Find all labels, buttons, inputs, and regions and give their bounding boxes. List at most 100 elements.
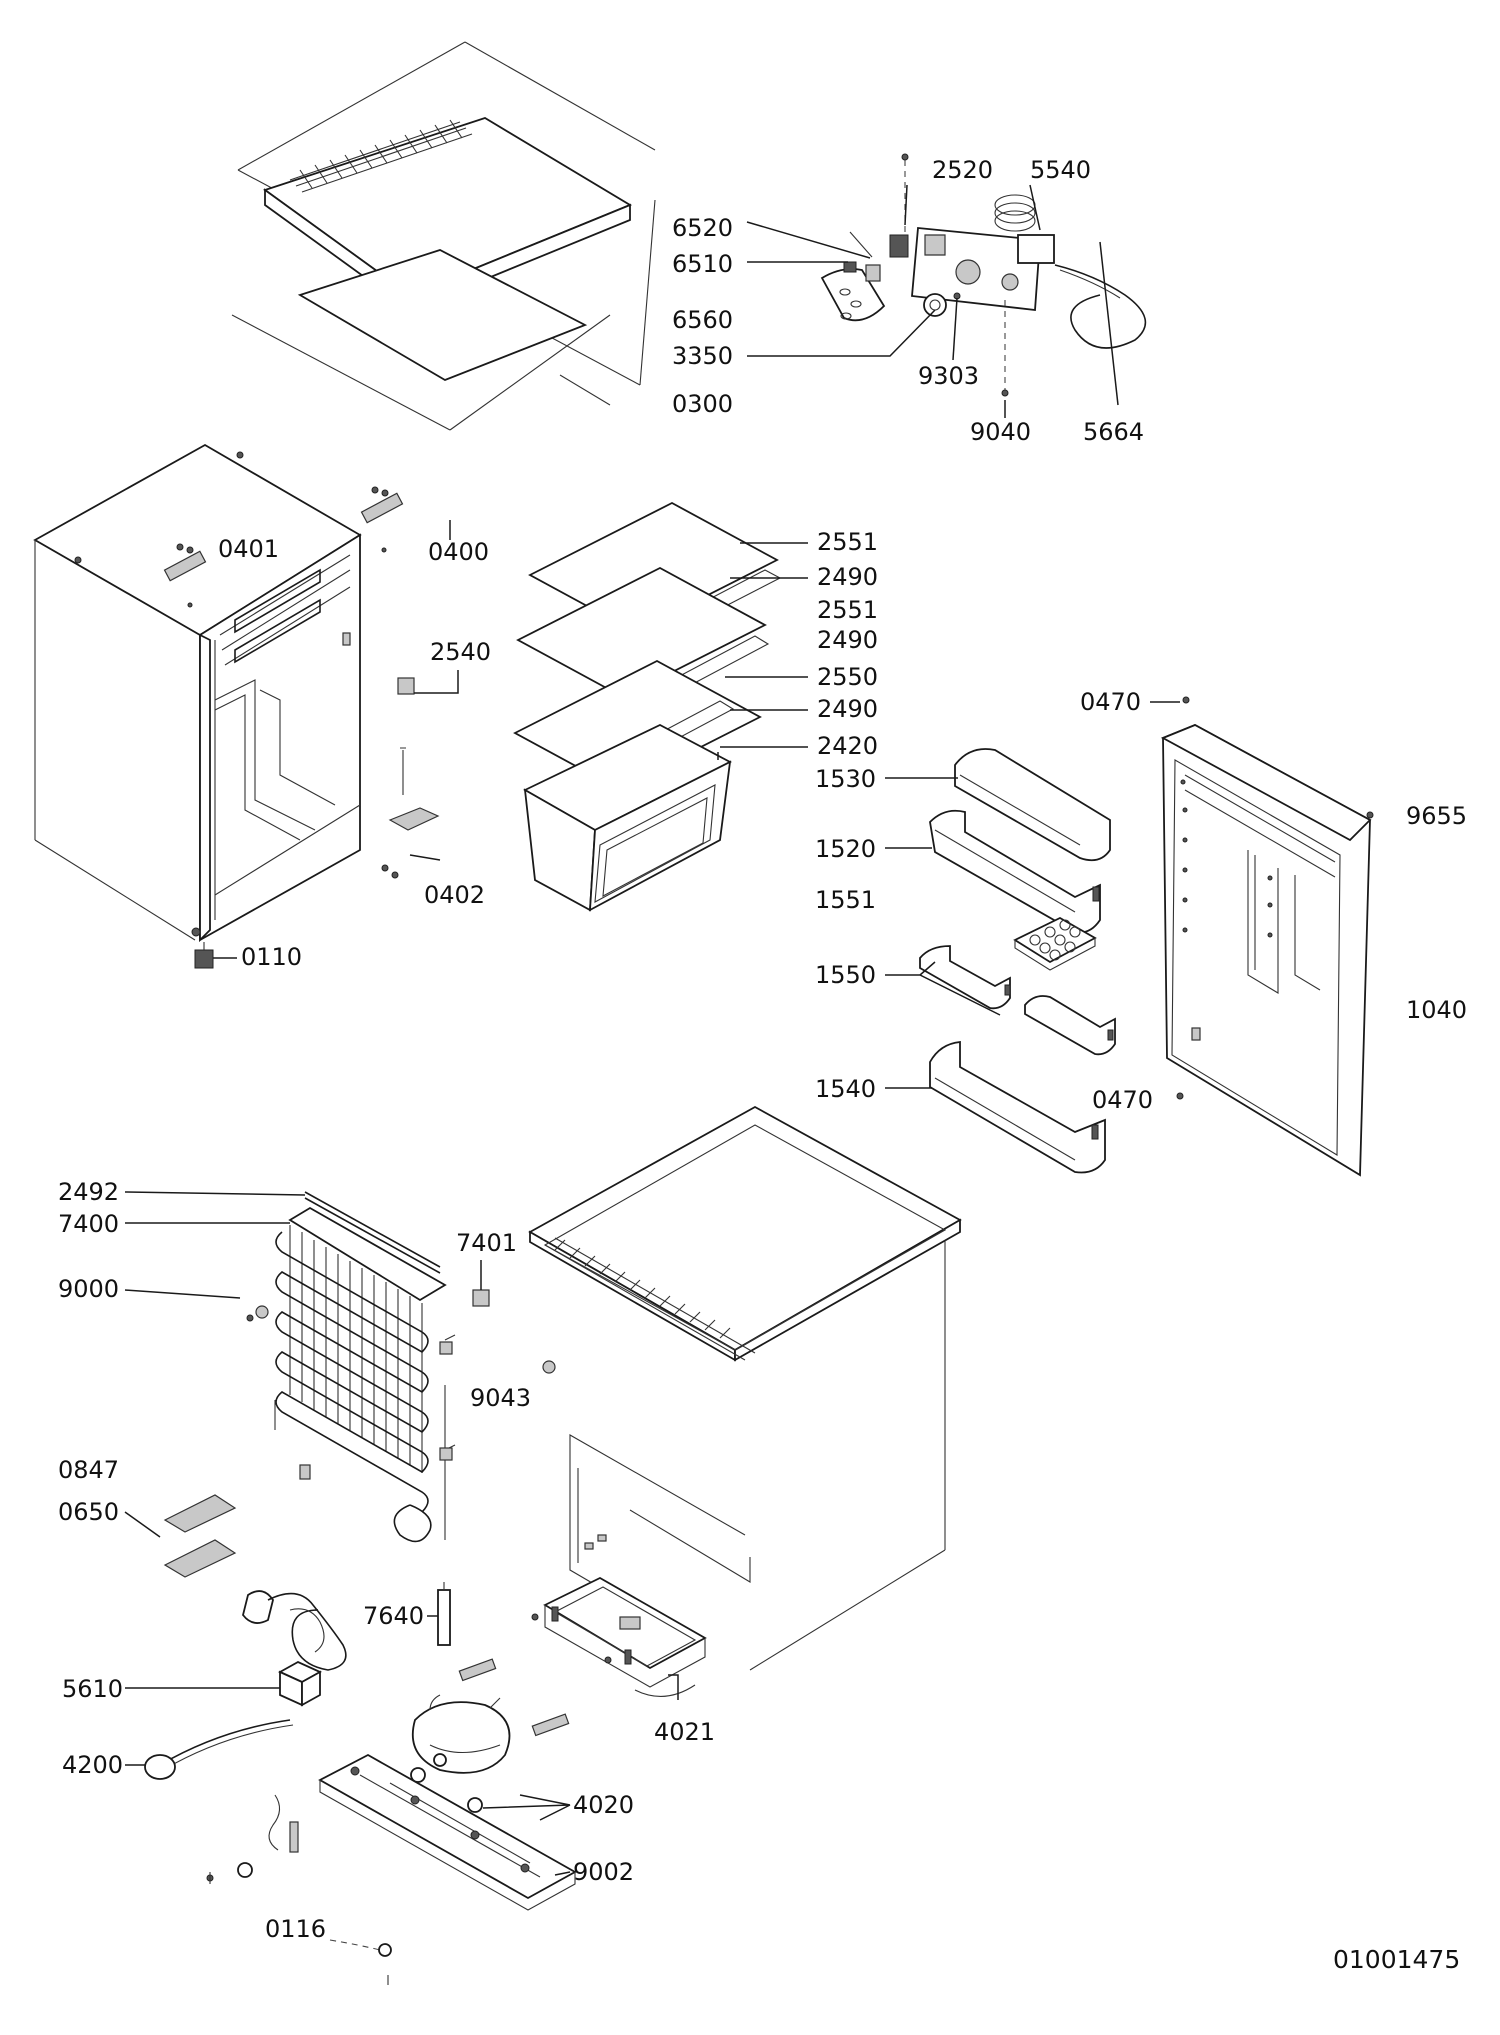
part-label: 2550 xyxy=(817,663,878,691)
grommet xyxy=(433,1753,447,1767)
top-vent-grille xyxy=(544,1237,756,1361)
part-label: 0402 xyxy=(424,881,485,909)
part-label: 7400 xyxy=(58,1210,119,1238)
part-label: 4200 xyxy=(62,1751,123,1779)
hinge-bracket-0401 xyxy=(163,543,207,582)
part-label: 1550 xyxy=(815,961,876,989)
part-label: 9040 xyxy=(970,418,1031,446)
drip-tray-4021 xyxy=(543,1576,707,1697)
screw-icon xyxy=(1176,1092,1184,1100)
part-label: 0470 xyxy=(1092,1086,1153,1114)
worktop-vent-grille xyxy=(289,119,473,193)
part-label: 6520 xyxy=(672,214,733,242)
power-cord-icon xyxy=(242,1590,347,1671)
grommet xyxy=(410,1767,426,1783)
light-bulb-cover xyxy=(889,234,909,258)
screw-icon xyxy=(1182,696,1190,704)
thermostat-knob-icon xyxy=(923,293,947,317)
worktop-assembly xyxy=(231,41,656,431)
bin-1530 xyxy=(954,748,1111,862)
part-label: 2492 xyxy=(58,1178,119,1206)
rod xyxy=(400,747,406,795)
leg-0116 xyxy=(237,1862,253,1878)
part-label: 2551 xyxy=(817,528,878,556)
part-label: 9000 xyxy=(58,1275,119,1303)
bin-1540 xyxy=(929,1041,1106,1174)
clip-7401 xyxy=(472,1289,490,1307)
part-label: 3350 xyxy=(672,342,733,370)
filter-drier-4200 xyxy=(144,1719,294,1780)
part-label: 4020 xyxy=(573,1791,634,1819)
part-labels: 2520 5540 6520 6510 6560 3350 9303 0300 … xyxy=(58,156,1467,1974)
cabinet-liner xyxy=(33,443,440,969)
capillary-tube-icon xyxy=(1054,264,1147,349)
part-label: 5610 xyxy=(62,1675,123,1703)
bin-1550-left xyxy=(919,945,1011,1010)
part-label: 4021 xyxy=(654,1718,715,1746)
sensor-bar xyxy=(289,1821,299,1853)
part-label: 9002 xyxy=(573,1858,634,1886)
part-label: 2490 xyxy=(817,695,878,723)
door-1040 xyxy=(1160,696,1374,1177)
pad-0650 xyxy=(163,1539,237,1578)
part-label: 2490 xyxy=(817,626,878,654)
condenser-7400 xyxy=(274,1191,456,1543)
lamp-holder-icon xyxy=(820,268,886,322)
part-label: 0110 xyxy=(241,943,302,971)
part-label: 1530 xyxy=(815,765,876,793)
part-label: 9043 xyxy=(470,1384,531,1412)
base-plate-9002 xyxy=(318,1753,577,1911)
screw-icon xyxy=(246,1314,254,1322)
starter-box-5610 xyxy=(278,1660,322,1707)
part-label: 1040 xyxy=(1406,996,1467,1024)
part-label: 0470 xyxy=(1080,688,1141,716)
part-label: 1551 xyxy=(815,886,876,914)
outer-cabinet xyxy=(528,1105,962,1697)
foot-0110 xyxy=(194,942,214,969)
part-label: 0300 xyxy=(672,390,733,418)
compressor-section xyxy=(144,1582,577,1985)
shelves xyxy=(513,501,782,912)
part-label: 7640 xyxy=(363,1602,424,1630)
drawing-code: 01001475 xyxy=(1333,1945,1460,1974)
part-label: 7401 xyxy=(456,1229,517,1257)
part-label: 0401 xyxy=(218,535,279,563)
crisper-drawer-2420 xyxy=(523,723,732,912)
condenser-grid xyxy=(275,1225,429,1513)
part-label: 0650 xyxy=(58,1498,119,1526)
screw-icon xyxy=(901,153,909,161)
thermostat-knob-body xyxy=(1017,234,1055,264)
leader-lines xyxy=(124,184,1180,1876)
egg-tray-1551 xyxy=(1013,916,1097,971)
lamp-switch xyxy=(843,261,857,273)
part-label: 2490 xyxy=(817,563,878,591)
part-label: 5540 xyxy=(1030,156,1091,184)
part-label: 2520 xyxy=(932,156,993,184)
compressor-icon xyxy=(411,1694,511,1774)
hinge-bracket-0400 xyxy=(360,486,404,553)
bracket-2540 xyxy=(397,677,415,695)
grommet xyxy=(467,1797,483,1813)
part-label: 2420 xyxy=(817,732,878,760)
part-label: 0116 xyxy=(265,1915,326,1943)
part-label: 6510 xyxy=(672,250,733,278)
part-label: 2551 xyxy=(817,596,878,624)
bin-1550-right xyxy=(1024,995,1116,1056)
part-label: 0847 xyxy=(58,1456,119,1484)
door-bins xyxy=(919,748,1116,1174)
spring-coil-icon xyxy=(994,194,1036,232)
hinge-bottom-0402 xyxy=(381,807,440,879)
part-label: 6560 xyxy=(672,306,733,334)
part-label: 1540 xyxy=(815,1075,876,1103)
part-label: 0400 xyxy=(428,538,489,566)
part-label: 9303 xyxy=(918,362,979,390)
part-label: 9655 xyxy=(1406,802,1467,830)
grommet-9043 xyxy=(542,1360,556,1374)
part-label: 2540 xyxy=(430,638,491,666)
shelf-2551-middle xyxy=(516,566,767,699)
pad-0847 xyxy=(163,1494,237,1533)
thermostat-assembly xyxy=(820,153,1147,397)
part-label: 1520 xyxy=(815,835,876,863)
relay-7640 xyxy=(437,1582,451,1646)
